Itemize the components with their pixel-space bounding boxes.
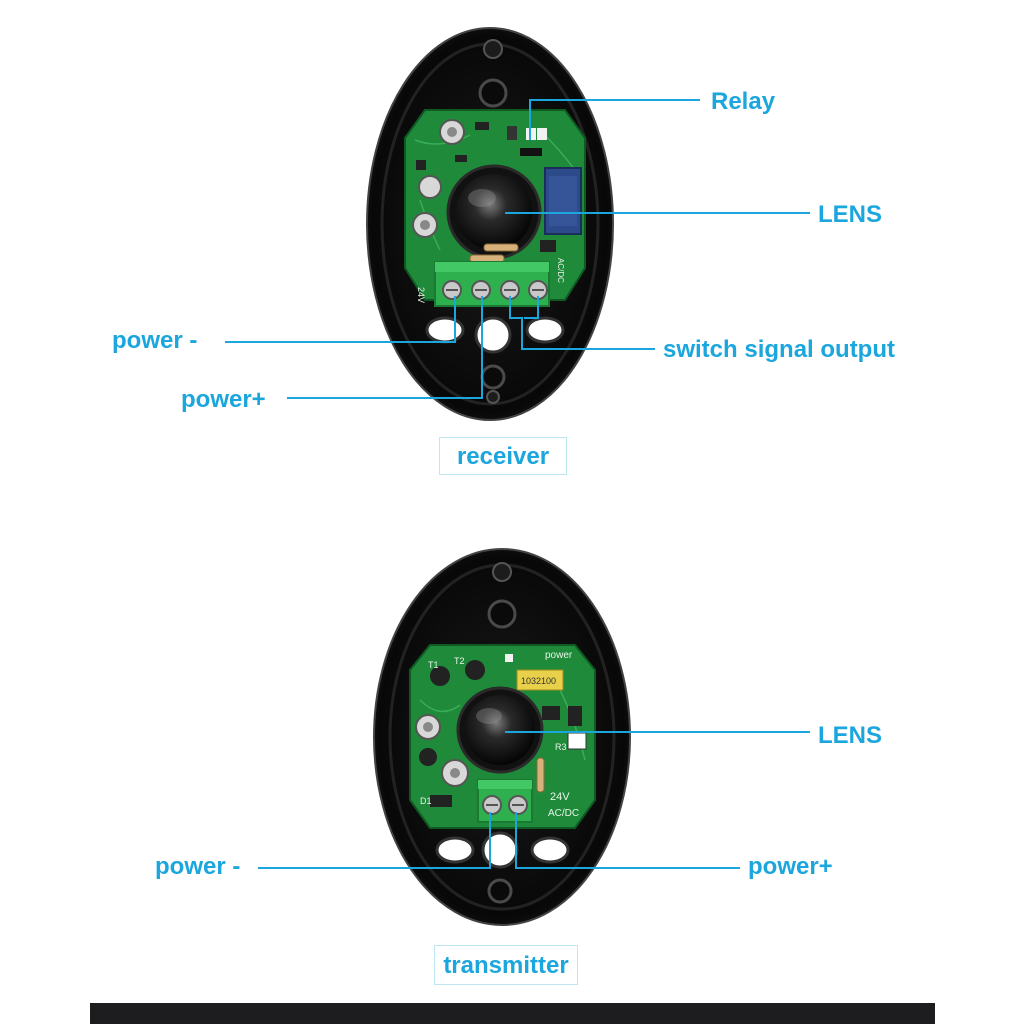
transmitter-pcb-code: 1032100 [521, 676, 556, 686]
transmitter-pcb-r3: R3 [555, 742, 567, 752]
relay-label: Relay [711, 88, 776, 115]
transmitter-caption-frame [434, 945, 578, 985]
transmitter-pcb-t2: T2 [454, 656, 465, 666]
capacitor-icon [418, 175, 442, 199]
receiver-caption: receiver [456, 443, 550, 470]
bottom-dark-bar [90, 1003, 935, 1024]
transistor-icon [430, 666, 450, 686]
transmitter-slot-left [435, 836, 475, 864]
receiver-slot-right [525, 316, 565, 344]
transmitter-lens-icon [465, 695, 535, 765]
transmitter-caption: transmitter [443, 952, 569, 979]
receiver-slot-left [425, 316, 465, 344]
transmitter-top-screw-hole [492, 562, 512, 582]
receiver-pcb-acdc: AC/DC [556, 258, 565, 283]
switch-signal-output-label: switch signal output [663, 336, 895, 363]
switch-output-leader [509, 296, 655, 350]
receiver-cable-hole [474, 316, 512, 354]
transistor-icon [465, 660, 485, 680]
receiver-power-minus-label: power - [112, 327, 198, 354]
receiver-lens-label: LENS [818, 201, 883, 228]
transmitter-cable-hole [481, 831, 519, 869]
transmitter-pcb-acdc: AC/DC [548, 808, 579, 819]
transmitter-device: 1032100 power T1 T2 D1 R3 24V AC/DC [258, 548, 810, 926]
receiver-power-plus-label: power+ [181, 386, 266, 413]
receiver-power-minus-leader [225, 296, 456, 343]
receiver-top-screw-hole [483, 39, 503, 59]
receiver-leader-lines [225, 99, 810, 399]
transmitter-power-plus-leader [515, 812, 740, 869]
transmitter-power-minus-leader [258, 812, 491, 869]
relay-leader-line [529, 99, 700, 140]
transmitter-pcb-voltage: 24V [550, 791, 570, 803]
transmitter-power-minus-label: power - [155, 853, 241, 880]
receiver-pcb-voltage: 24V [416, 287, 426, 303]
transmitter-pcb-power: power [545, 650, 573, 661]
terminal-screws [442, 280, 548, 300]
receiver-power-plus-leader [287, 296, 483, 399]
receiver-device: 24V AC/DC [225, 27, 810, 421]
resistor-icon [536, 757, 545, 793]
transmitter-pcb-t1: T1 [428, 660, 439, 670]
receiver-caption-frame [439, 437, 567, 475]
transmitter-lens-label: LENS [818, 722, 883, 749]
receiver-lens-icon [456, 174, 532, 250]
transmitter-slot-right [530, 836, 570, 864]
transmitter-leader-lines [258, 731, 810, 869]
transmitter-power-plus-label: power+ [748, 853, 833, 880]
transmitter-pcb-d1: D1 [420, 796, 432, 806]
